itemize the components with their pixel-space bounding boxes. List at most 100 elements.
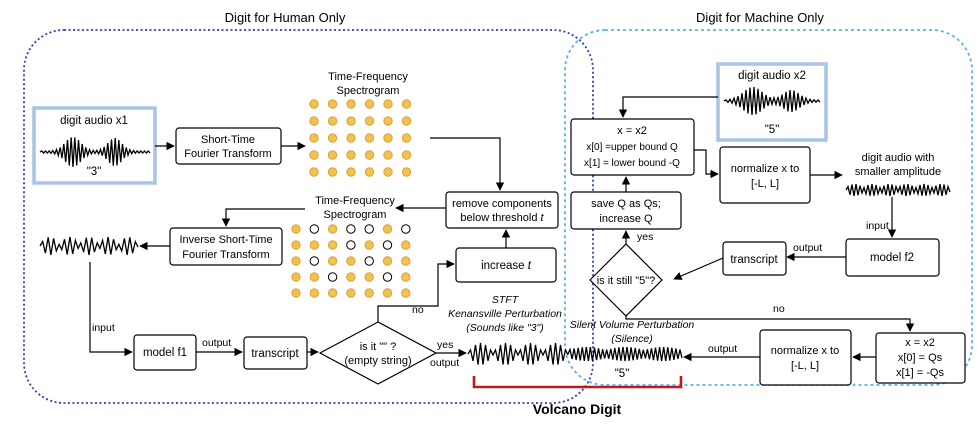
machine-yes-label: yes: [637, 231, 653, 243]
decision-1-line1: is it "" ?: [360, 341, 397, 353]
human-output-label-2: output: [430, 357, 459, 369]
spectrogram-dot: [364, 116, 375, 126]
model-f1-label: model f1: [143, 347, 187, 359]
spectrogram-dot: [364, 150, 375, 160]
machine-no-label: no: [773, 303, 785, 315]
silent-volume-line2: (Silence): [611, 333, 652, 345]
tf-spectrogram-top-title-line1: Time-Frequency: [328, 71, 408, 83]
transcript-2-label: transcript: [730, 254, 778, 266]
stft-perturbation-title: STFT: [492, 294, 520, 306]
spectrogram-dot: [364, 167, 375, 177]
human-output-label-1: output: [202, 337, 231, 349]
smaller-amplitude-line1: digit audio with: [862, 152, 935, 164]
spectrogram-dot: [364, 99, 375, 109]
final-bounds-box: [875, 332, 966, 384]
spectrogram-dot: [291, 288, 301, 298]
spectrogram-empty-dot: [309, 256, 319, 266]
spectrogram-dot: [401, 116, 412, 126]
smaller-amplitude-waveform: [845, 183, 951, 197]
spectrogram-dot: [346, 272, 356, 282]
remove-components-line2: below threshold t: [460, 212, 544, 224]
tf-spectrogram-top-title-line2: Spectrogram: [337, 85, 400, 97]
arrow-spectrogram-to-remove: [430, 137, 505, 191]
remove-components-box: [445, 191, 559, 229]
arrow-spectrogram-to-istft: [221, 208, 305, 227]
human-input-label: input: [92, 322, 115, 334]
stft-label-line2: Fourier Transform: [184, 148, 271, 160]
spectrogram-empty-dot: [327, 272, 338, 282]
tf-spectrogram-mid-title-line2: Spectrogram: [324, 209, 387, 221]
digit-audio-x2-waveform: [723, 87, 821, 116]
smaller-amplitude-line2: smaller amplitude: [855, 166, 941, 178]
spectrogram-dot: [401, 150, 412, 160]
spectrogram-dot: [327, 133, 338, 143]
spectrogram-dot: [401, 99, 412, 109]
spectrogram-dot: [364, 288, 374, 298]
spectrogram-dot: [346, 99, 356, 109]
arrow-waveform-to-model-f1: [89, 262, 133, 357]
normalize-bottom-line2: [-L, L]: [791, 360, 819, 372]
decision-1-line2: (empty string): [344, 355, 411, 367]
spectrogram-dot: [383, 150, 393, 160]
spectrogram-dot: [327, 288, 338, 298]
volcano-bracket: [472, 376, 683, 389]
spectrogram-dot: [364, 272, 374, 282]
spectrogram-empty-dot: [309, 224, 319, 234]
digit-audio-x2-digit: "5": [765, 124, 780, 136]
spectrogram-dot: [383, 116, 393, 126]
bounds-box: [570, 118, 695, 176]
spectrogram-dot: [364, 240, 374, 250]
spectrogram-empty-dot: [382, 240, 393, 250]
save-q-line2: increase Q: [599, 213, 653, 225]
machine-input-label: input: [866, 220, 889, 232]
normalize-top-line1: normalize x to: [731, 163, 799, 175]
spectrogram-dot: [309, 99, 319, 109]
reconstructed-waveform: [39, 236, 139, 256]
istft-label-line2: Fourier Transform: [182, 249, 269, 261]
spectrogram-dot: [327, 116, 338, 126]
istft-label-line1: Inverse Short-Time: [179, 234, 272, 246]
spectrogram-empty-dot: [364, 256, 374, 266]
spectrogram-dot: [346, 133, 356, 143]
silent-volume-line1: Silent Volume Perturbation: [570, 319, 695, 331]
human-yes-label: yes: [437, 339, 453, 351]
volcano-digit-label: Volcano Digit: [533, 401, 622, 417]
spectrogram-dot: [327, 99, 338, 109]
decision-2-line1: is it still "5"?: [597, 275, 656, 287]
digit-audio-x1-waveform: [39, 137, 151, 168]
spectrogram-dot: [401, 256, 411, 266]
transcript-1-box: [243, 336, 308, 370]
bounds-line1: x = x2: [617, 125, 647, 137]
normalize-top-box: [719, 146, 811, 204]
final-bounds-line2: x[0] = Qs: [898, 352, 943, 364]
spectrogram-dot: [327, 224, 338, 234]
spectrogram-dot: [346, 116, 356, 126]
arrow-bounds-to-normalize: [694, 149, 719, 179]
machine-output-label-2: output: [708, 343, 737, 355]
spectrogram-dot: [383, 133, 393, 143]
spectrogram-dot: [383, 167, 393, 177]
spectrogram-empty-dot: [346, 224, 356, 234]
remove-components-line1: remove components: [452, 198, 552, 210]
spectrogram-empty-dot: [401, 224, 411, 234]
spectrogram-dot: [291, 224, 301, 234]
spectrogram-dot: [309, 167, 319, 177]
model-f2-label: model f2: [870, 252, 914, 264]
digit-audio-x1-label: digit audio x1: [60, 115, 128, 127]
machine-output-label-1: output: [793, 242, 822, 254]
spectrogram-dot: [346, 150, 356, 160]
transcript-1-label: transcript: [251, 348, 299, 360]
human-region-title: Digit for Human Only: [225, 10, 346, 25]
spectrogram-dot: [327, 256, 338, 266]
tf-spectrogram-mid-title-line1: Time-Frequency: [315, 195, 395, 207]
final-bounds-line3: x[1] = -Qs: [896, 367, 944, 379]
kenansville-waveform: [467, 342, 569, 365]
bounds-line2: x[0] =upper bound Q: [586, 142, 678, 153]
stft-label-line1: Short-Time: [201, 134, 255, 146]
spectrogram-dot: [401, 133, 412, 143]
spectrogram-dot: [291, 240, 301, 250]
normalize-top-line2: [-L, L]: [751, 178, 779, 190]
spectrogram-dot: [309, 133, 319, 143]
spectrogram-empty-dot: [364, 224, 374, 234]
